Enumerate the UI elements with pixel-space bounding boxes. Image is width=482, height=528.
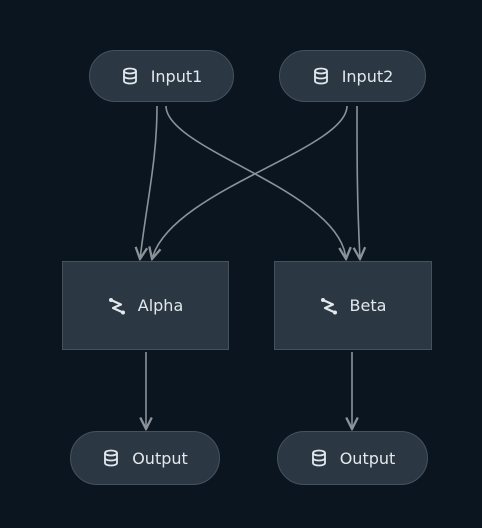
edge-input1-to-beta bbox=[165, 105, 346, 259]
database-icon bbox=[312, 67, 330, 85]
database-icon bbox=[102, 449, 120, 467]
node-label: Output bbox=[132, 448, 188, 468]
node-input2[interactable]: Input2 bbox=[279, 50, 426, 102]
edges bbox=[140, 105, 360, 429]
node-label: Alpha bbox=[137, 296, 184, 315]
database-icon bbox=[310, 449, 328, 467]
database-icon bbox=[121, 67, 139, 85]
edge-input1-to-alpha bbox=[140, 105, 158, 259]
node-output1[interactable]: Output bbox=[70, 431, 220, 485]
transform-icon bbox=[108, 297, 126, 315]
node-label: Beta bbox=[349, 296, 387, 315]
node-label: Input1 bbox=[150, 66, 203, 86]
node-input1[interactable]: Input1 bbox=[89, 50, 234, 102]
node-beta[interactable]: Beta bbox=[274, 261, 432, 350]
transform-icon bbox=[320, 297, 338, 315]
edge-input2-to-alpha bbox=[152, 105, 348, 259]
node-output2[interactable]: Output bbox=[277, 431, 428, 485]
node-alpha[interactable]: Alpha bbox=[62, 261, 229, 350]
node-label: Output bbox=[339, 448, 396, 468]
edge-input2-to-beta bbox=[357, 105, 360, 259]
node-label: Input2 bbox=[341, 66, 394, 86]
